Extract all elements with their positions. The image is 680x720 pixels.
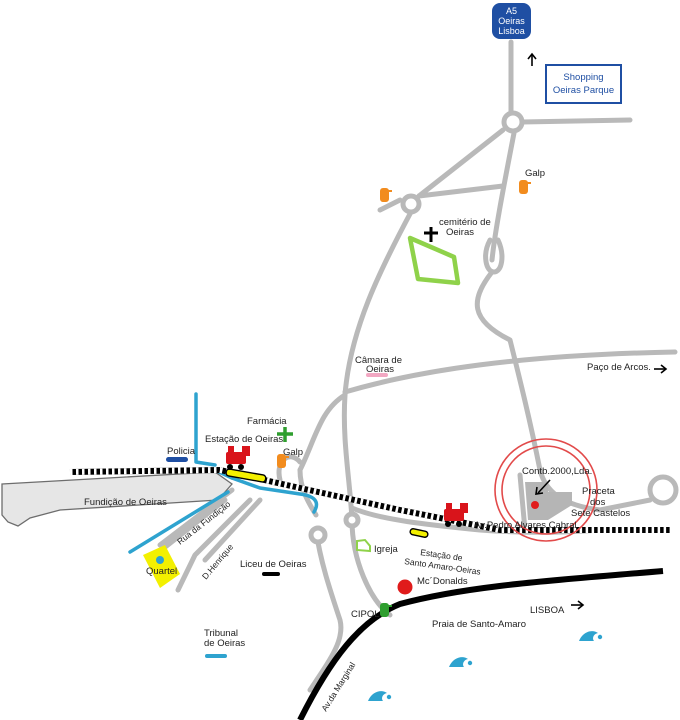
arrow-right-icon bbox=[654, 364, 668, 374]
label-praceta-1: Praceta bbox=[582, 486, 615, 497]
target-circle-icon bbox=[494, 438, 598, 542]
fuel-pump-icon bbox=[380, 603, 392, 617]
label-paco-arcos: Paço de Arcos. bbox=[587, 362, 651, 373]
motorway-sign[interactable]: A5 Oeiras Lisboa bbox=[492, 3, 531, 39]
estacao-oeiras-platform bbox=[225, 468, 267, 483]
quartel-area bbox=[143, 545, 180, 588]
label-camara-2: Oeiras bbox=[366, 364, 394, 375]
roundabouts bbox=[308, 110, 679, 545]
label-galp-station: Galp bbox=[283, 447, 303, 458]
label-cemiterio-1: cemitério de bbox=[439, 217, 491, 228]
label-praceta-3: Sete Castelos bbox=[571, 508, 630, 519]
contb-pointer-arrow bbox=[535, 479, 551, 495]
policia-marker bbox=[166, 457, 188, 462]
arrow-right-icon bbox=[571, 600, 585, 610]
label-fundicao: Fundição de Oeiras bbox=[84, 497, 167, 508]
label-tribunal-1: Tribunal bbox=[204, 628, 238, 639]
label-galp-top: Galp bbox=[525, 168, 545, 179]
label-cipol: CIPOL bbox=[351, 609, 380, 620]
wave-icon bbox=[449, 657, 473, 667]
label-farmacia: Farmácia bbox=[247, 416, 287, 427]
fuel-pump-icon bbox=[380, 188, 392, 202]
av-marginal-motorway bbox=[297, 568, 664, 720]
liceu-marker bbox=[262, 572, 280, 576]
arrow-up-icon bbox=[527, 52, 537, 66]
label-quartel: Quartel bbox=[146, 566, 177, 577]
label-av-pedro: Av.Pedro Alvares Cabral bbox=[474, 520, 577, 531]
motorway-sign-line3: Lisboa bbox=[498, 26, 525, 36]
train-icon bbox=[226, 446, 250, 470]
motorway-sign-line1: A5 bbox=[506, 6, 517, 16]
cemetery-area bbox=[407, 235, 461, 286]
mcdonalds-marker bbox=[397, 579, 413, 595]
label-lisboa: LISBOA bbox=[530, 605, 565, 616]
cross-icon bbox=[277, 427, 293, 442]
shopping-line1: Shopping bbox=[563, 72, 603, 83]
motorway-sign-line2: Oeiras bbox=[498, 16, 525, 26]
label-igreja: Igreja bbox=[374, 544, 398, 555]
fuel-pump-icon bbox=[519, 180, 531, 194]
label-estacao-oeiras: Estação de Oeiras bbox=[205, 434, 283, 445]
label-mcdonalds: Mc´Donalds bbox=[417, 576, 468, 587]
shopping-oeiras-parque-box[interactable]: Shopping Oeiras Parque bbox=[545, 64, 622, 104]
contb-location-dot bbox=[531, 501, 539, 509]
wave-icon bbox=[368, 691, 392, 701]
fuel-pump-icon bbox=[277, 454, 289, 468]
cross-icon bbox=[424, 227, 438, 242]
wave-icon bbox=[579, 631, 603, 641]
quartel-marker bbox=[156, 556, 164, 564]
shopping-line2: Oeiras Parque bbox=[553, 85, 614, 96]
estacao-santo-amaro-platform bbox=[409, 528, 429, 538]
label-policia: Policia bbox=[167, 446, 196, 457]
label-camara-1: Câmara de bbox=[355, 355, 402, 366]
tribunal-marker bbox=[205, 654, 227, 658]
church-icon bbox=[356, 538, 371, 553]
train-icon bbox=[444, 503, 468, 527]
label-liceu: Liceu de Oeiras bbox=[240, 559, 307, 570]
label-contb: Contb.2000,Lda. bbox=[522, 466, 592, 477]
camara-marker bbox=[366, 373, 388, 377]
label-praceta-2: dos bbox=[590, 497, 606, 508]
label-cemiterio-2: Oeiras bbox=[446, 227, 474, 238]
label-praia: Praia de Santo-Amaro bbox=[432, 619, 526, 630]
label-tribunal-2: de Oeiras bbox=[204, 638, 245, 649]
fundicao-area bbox=[1, 471, 233, 527]
